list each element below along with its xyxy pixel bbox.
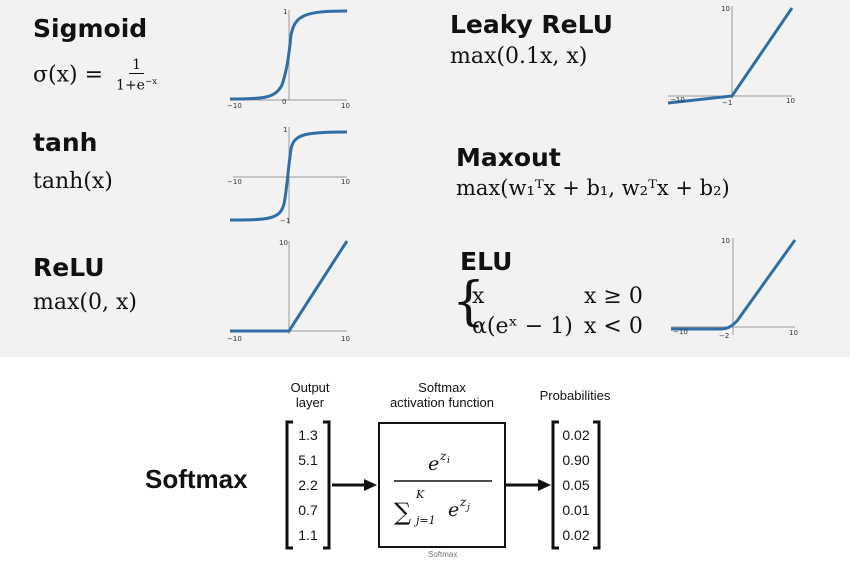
- elu-case1-expr: x: [472, 284, 485, 309]
- relu-plot: −10 10 10: [227, 239, 350, 343]
- input-value: 1.1: [298, 527, 318, 544]
- output-layer-header: Output layer: [290, 380, 330, 410]
- elu-xmax: 10: [789, 329, 798, 337]
- leaky-relu-formula: max(0.1x, x): [450, 44, 588, 69]
- probability-value: 0.05: [562, 476, 590, 493]
- sigmoid-title: Sigmoid: [33, 14, 148, 43]
- tanh-title: tanh: [33, 128, 98, 157]
- probabilities-header: Probabilities: [539, 388, 611, 403]
- svg-text:K: K: [415, 488, 425, 501]
- input-vector-brackets: [285, 420, 331, 550]
- leaky-relu-plot: −10 10 10 −1: [667, 5, 795, 107]
- svg-text:z: z: [439, 449, 447, 463]
- relu-formula: max(0, x): [33, 290, 137, 315]
- tanh-plot: −10 10 1 −1: [227, 126, 350, 225]
- arrow-icon: [332, 479, 377, 491]
- probability-value: 0.90: [562, 451, 590, 468]
- leaky-relu-title: Leaky ReLU: [450, 10, 613, 39]
- elu-title: ELU: [460, 247, 513, 276]
- elu-case2-expr: α(eˣ − 1): [472, 314, 573, 339]
- svg-text:i: i: [447, 456, 450, 466]
- relu-title: ReLU: [33, 253, 105, 282]
- sigmoid-plot: −10 10 0 1: [227, 8, 350, 110]
- relu-curve: [230, 240, 349, 333]
- leaky-relu-ymax: 10: [721, 5, 730, 13]
- svg-text:j=1: j=1: [413, 514, 436, 527]
- elu-brace: {: [452, 272, 486, 332]
- svg-text:j: j: [465, 503, 470, 513]
- input-value: 0.7: [298, 502, 318, 519]
- tanh-xmin: −10: [227, 178, 242, 186]
- leaky-relu-neg: −1: [722, 99, 732, 107]
- softmax-title: Softmax: [145, 464, 248, 494]
- maxout-formula: max(w₁ᵀx + b₁, w₂ᵀx + b₂): [456, 176, 730, 200]
- elu-ymax: 10: [721, 237, 730, 245]
- tanh-formula: tanh(x): [33, 169, 113, 194]
- sigmoid-xmin: −10: [227, 102, 242, 110]
- softmax-caption: Softmax: [428, 550, 458, 559]
- relu-ymax: 10: [279, 239, 288, 247]
- arrow-icon: [506, 479, 551, 491]
- svg-text:e: e: [428, 453, 439, 475]
- svg-text:z: z: [459, 495, 467, 509]
- input-value: 2.2: [298, 476, 318, 493]
- input-vector: 1.3 5.1 2.2 0.7 1.1: [288, 422, 328, 548]
- elu-plot: −10 10 10 −2: [671, 237, 798, 340]
- leaky-relu-curve: [667, 7, 794, 105]
- probability-value: 0.02: [562, 527, 590, 544]
- output-vector-brackets: [551, 420, 601, 550]
- elu-curve: [671, 239, 797, 331]
- relu-xmax: 10: [341, 335, 350, 343]
- sigmoid-xmax: 10: [341, 102, 350, 110]
- output-vector: 0.02 0.90 0.05 0.01 0.02: [554, 422, 598, 548]
- tanh-ymax: 1: [283, 126, 287, 134]
- elu-case2-cond: x < 0: [584, 314, 643, 339]
- svg-text:∑: ∑: [394, 498, 411, 526]
- svg-text:e: e: [448, 499, 459, 521]
- elu-case1-cond: x ≥ 0: [584, 284, 643, 309]
- sigmoid-zero: 0: [282, 98, 286, 106]
- elu-xmin: −10: [673, 328, 688, 336]
- leaky-relu-xmax: 10: [786, 97, 795, 105]
- softmax-formula: e z i ∑ K j=1 e z j: [394, 449, 492, 527]
- softmax-activation-header: Softmax activation function: [389, 380, 495, 410]
- elu-neg: −2: [719, 332, 729, 340]
- sigmoid-curve: [229, 9, 348, 101]
- relu-xmin: −10: [227, 335, 242, 343]
- tanh-xmax: 10: [341, 178, 350, 186]
- maxout-title: Maxout: [456, 143, 561, 172]
- leaky-relu-xmin: −10: [670, 96, 685, 104]
- tanh-ymin: −1: [280, 217, 290, 225]
- tanh-curve: [229, 130, 348, 222]
- activation-functions-panel: [0, 0, 850, 357]
- probability-value: 0.02: [562, 426, 590, 443]
- sigmoid-ymax: 1: [283, 8, 287, 16]
- input-value: 5.1: [298, 451, 318, 468]
- probability-value: 0.01: [562, 502, 590, 519]
- softmax-function-box: [378, 422, 506, 548]
- input-value: 1.3: [298, 426, 318, 443]
